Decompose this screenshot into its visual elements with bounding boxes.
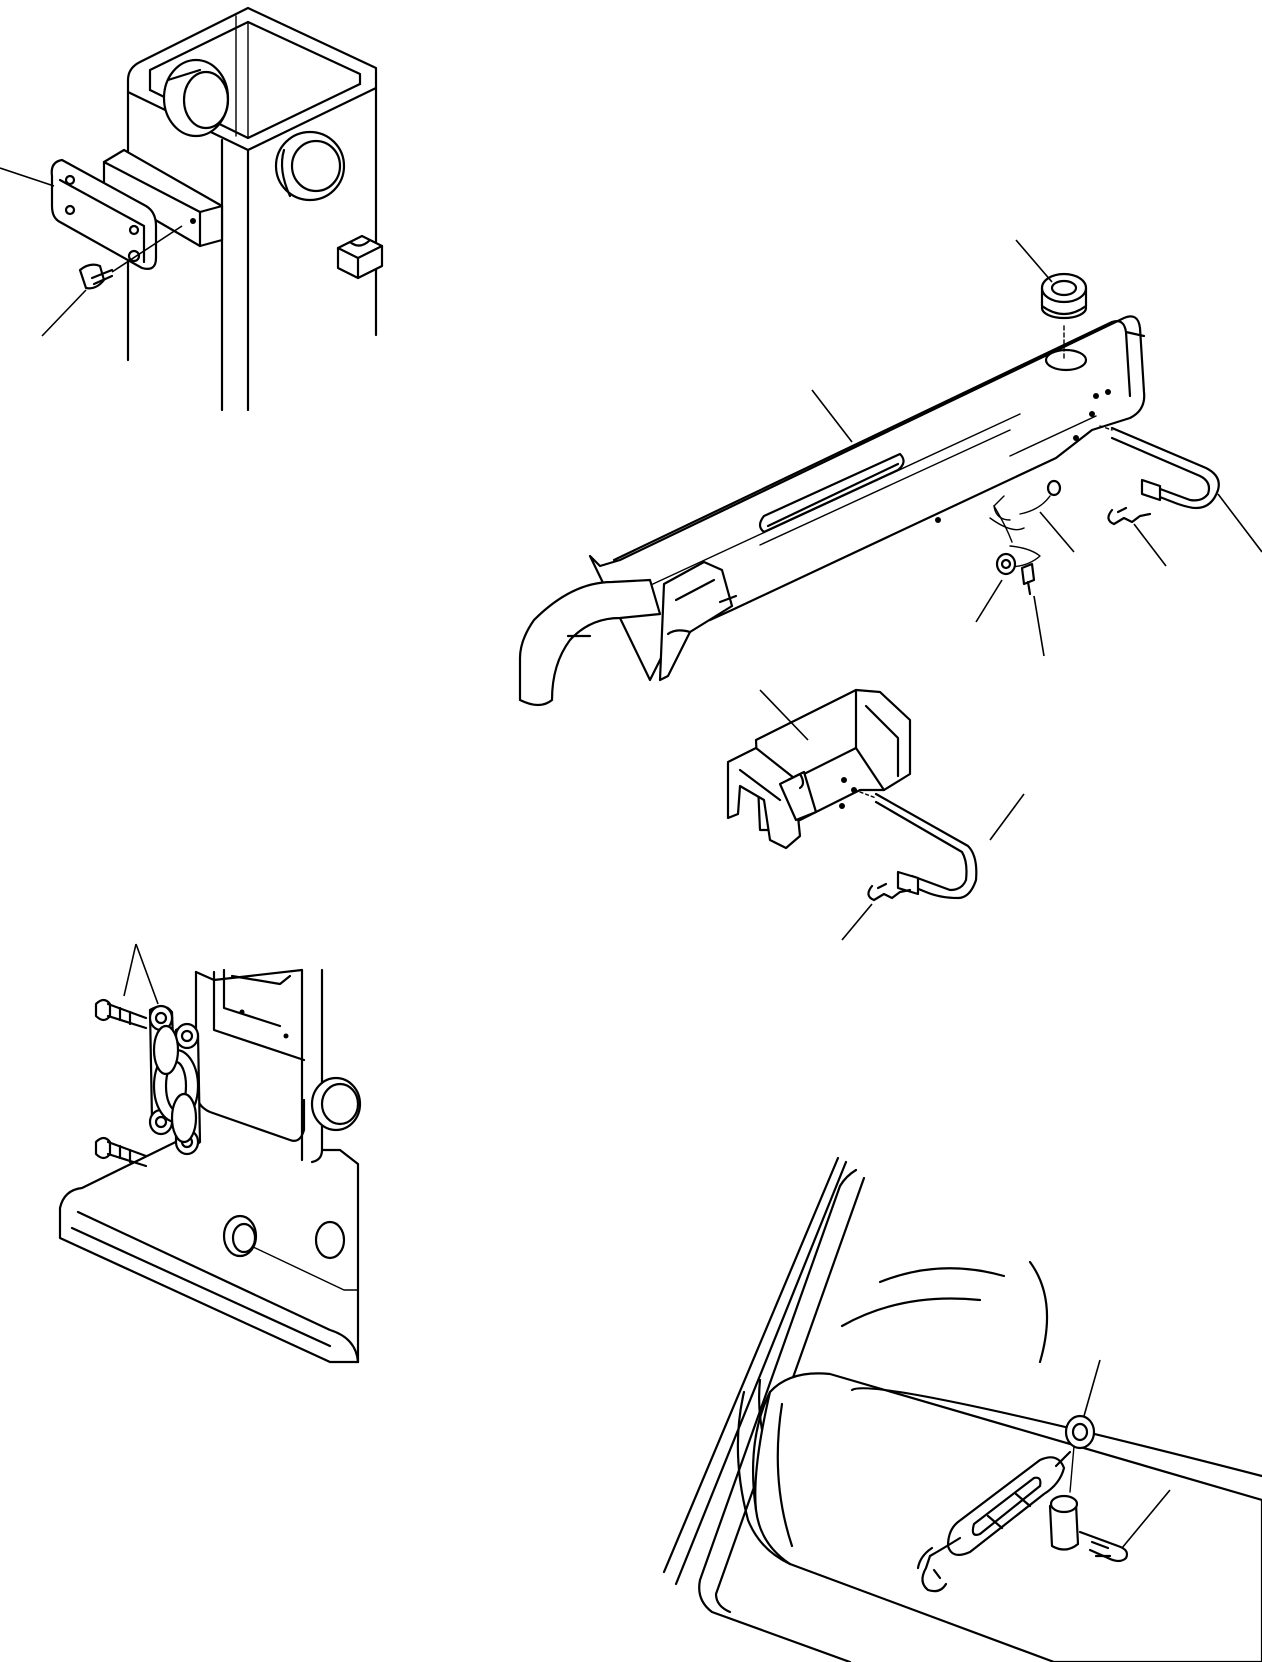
leader-lynch-pin-receiver bbox=[842, 904, 872, 940]
leader-snap-pin bbox=[1122, 1490, 1170, 1548]
column-bushing-top bbox=[164, 60, 228, 136]
turnbuckle-view bbox=[664, 1158, 1262, 1662]
leader-turnbuckle-eye bbox=[1084, 1360, 1100, 1416]
leader-washer bbox=[976, 580, 1002, 622]
leader-cover-plate bbox=[0, 168, 54, 186]
shaft bbox=[738, 1262, 1262, 1662]
washer bbox=[997, 554, 1015, 574]
bolt-small bbox=[1022, 564, 1034, 594]
bolt-upper bbox=[96, 1000, 146, 1028]
tow-arm-body bbox=[590, 316, 1144, 680]
bolt-lower bbox=[96, 1138, 146, 1166]
hitch-receiver bbox=[728, 690, 910, 848]
tow-arm-hook-jaw bbox=[520, 562, 736, 705]
tow-arm-holes bbox=[935, 350, 1111, 523]
leader-grommet bbox=[1016, 240, 1052, 282]
column-cover-plate-view bbox=[0, 8, 382, 410]
cover-plate bbox=[52, 160, 156, 269]
leader-tow-arm bbox=[812, 390, 852, 442]
plate-mount-block bbox=[104, 150, 222, 246]
tow-arm-view bbox=[520, 240, 1262, 940]
leader-pin-arm-right bbox=[1218, 494, 1262, 552]
frame-structure bbox=[60, 970, 358, 1362]
grommet bbox=[1042, 274, 1086, 358]
pin-receiver bbox=[860, 792, 976, 898]
leader-bolts-b bbox=[136, 944, 158, 1004]
tow-arm-slot bbox=[760, 454, 904, 532]
retainer-cap bbox=[1050, 1496, 1078, 1550]
leader-hitch-receiver bbox=[760, 690, 808, 740]
lynch-pin-right bbox=[1108, 508, 1150, 524]
chain-bolts-view bbox=[60, 944, 360, 1362]
pin-arm-right bbox=[1100, 426, 1219, 508]
column-bushing-side bbox=[276, 132, 344, 200]
frame-pin-hole bbox=[312, 1078, 360, 1130]
lynch-pin-receiver bbox=[868, 884, 910, 900]
frame-hole-lower-1 bbox=[224, 1216, 256, 1256]
leader-plate-screw bbox=[42, 290, 86, 336]
chain-links bbox=[150, 1006, 200, 1154]
leader-pin-receiver bbox=[990, 794, 1024, 840]
leader-lynch-pin-right bbox=[1134, 524, 1166, 566]
frame-hole-lower-2 bbox=[316, 1222, 344, 1258]
frame-plate-edge bbox=[664, 1158, 864, 1662]
leader-bolt-small bbox=[1034, 596, 1044, 656]
clamp-block bbox=[338, 236, 382, 278]
plate-screw bbox=[80, 226, 182, 288]
turnbuckle bbox=[918, 1416, 1094, 1591]
leader-chain-tether bbox=[1040, 512, 1074, 552]
leader-bolts-a bbox=[124, 944, 136, 996]
